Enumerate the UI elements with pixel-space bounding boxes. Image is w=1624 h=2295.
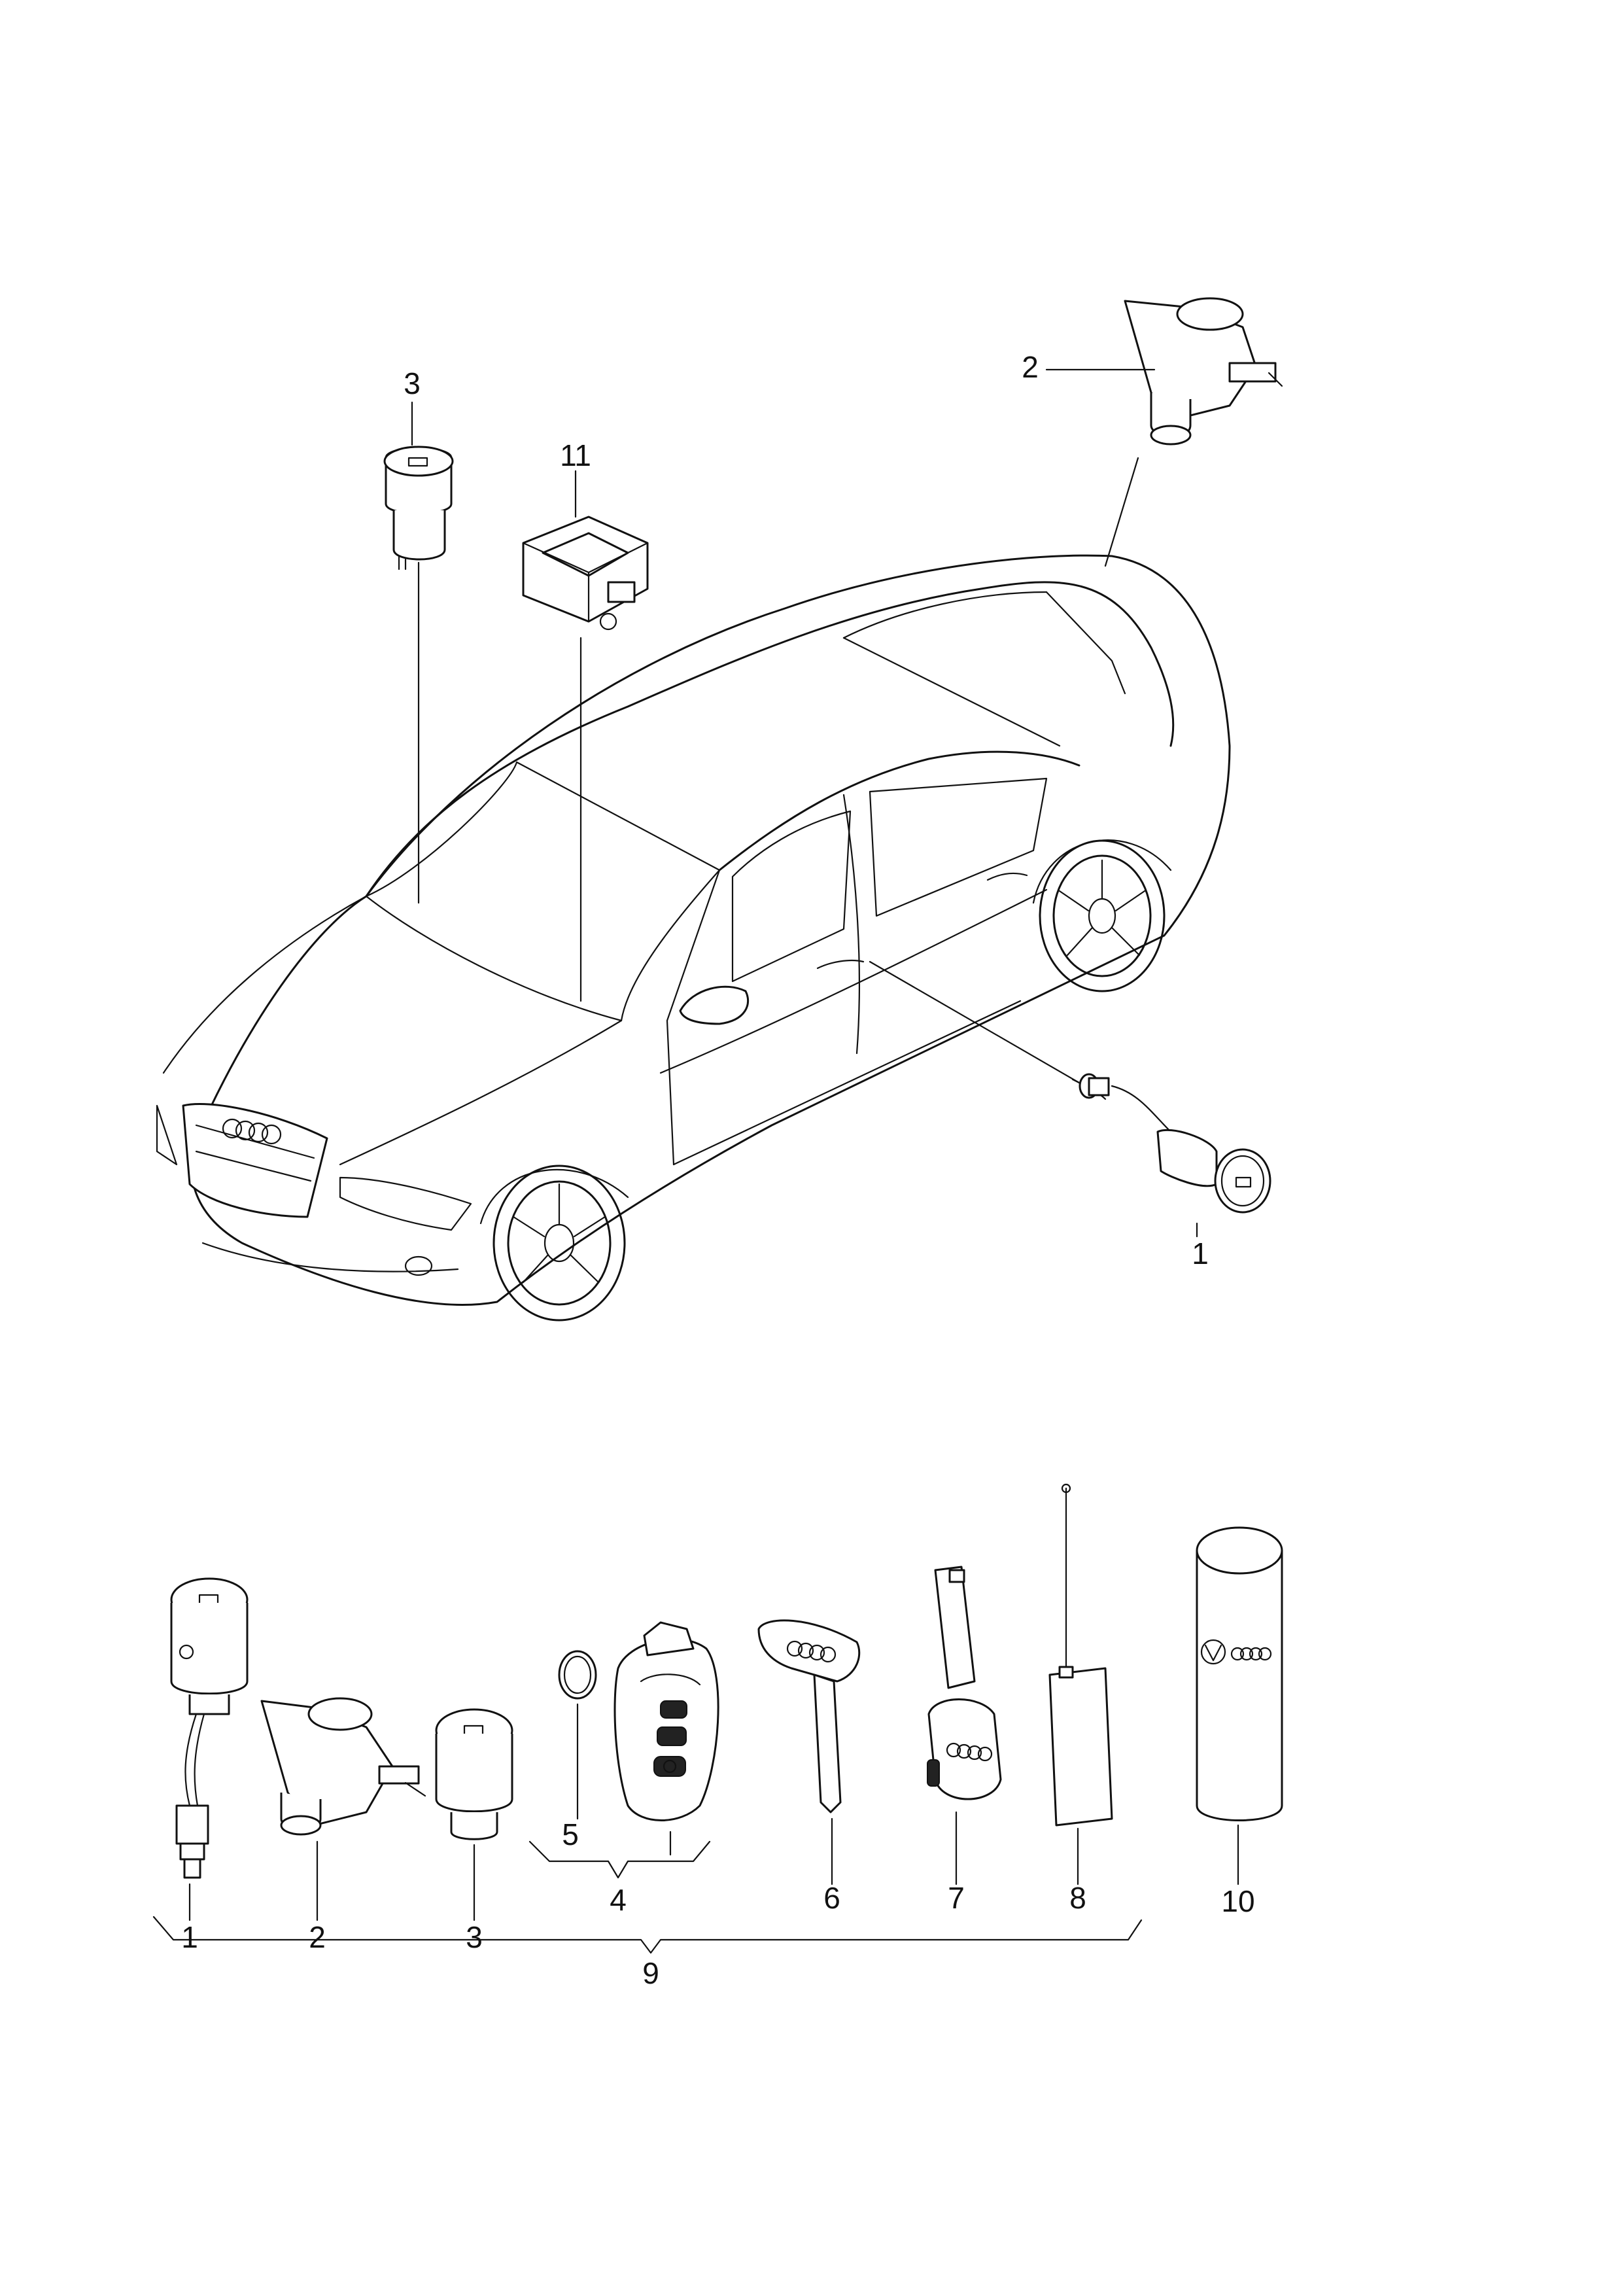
callout-car-unit-11: 11	[560, 438, 591, 472]
callout-row-8: 8	[1069, 1881, 1086, 1915]
callout-row-2: 2	[309, 1920, 326, 1954]
callout-row-7: 7	[948, 1881, 965, 1915]
leader-1-car	[869, 960, 1080, 1084]
callout-row-6: 6	[823, 1881, 840, 1915]
row-part-8-card	[1048, 1483, 1113, 1827]
row-part-3-lock-cylinder	[435, 1708, 513, 1840]
callout-row-9: 9	[642, 1956, 659, 1990]
callout-car-lock-1: 1	[1192, 1236, 1209, 1270]
front-wheel	[492, 1165, 626, 1322]
row-part-5-ring	[558, 1650, 597, 1700]
part-1-car-door-lock	[1071, 1073, 1271, 1214]
row-part-6-key-blade	[757, 1619, 861, 1813]
car-logo-rings	[222, 1118, 282, 1145]
callout-car-lock-3: 3	[404, 366, 421, 400]
part-2-top-ignition-lock	[1124, 297, 1283, 446]
row-part-10-canister	[1196, 1526, 1283, 1821]
canister-rings-logo	[1230, 1647, 1272, 1661]
part-11-control-unit	[522, 516, 649, 631]
car-illustration	[156, 554, 1231, 1322]
callout-car-lock-2: 2	[1022, 350, 1039, 384]
callout-row-10: 10	[1221, 1884, 1254, 1918]
row-part-7-key	[927, 1566, 1002, 1800]
callout-row-1: 1	[181, 1920, 198, 1954]
canister-vw-logo	[1200, 1639, 1226, 1665]
bracket-4	[528, 1840, 711, 1879]
row-part-4-remote-key	[613, 1621, 719, 1821]
part-3-top-lock-cylinder	[383, 446, 454, 570]
bracket-9	[152, 1916, 1143, 1954]
callout-row-5: 5	[562, 1817, 579, 1851]
callout-row-3: 3	[466, 1920, 483, 1954]
leader-2-car	[1104, 457, 1139, 567]
callout-row-4: 4	[610, 1883, 627, 1917]
key-logo-rings	[786, 1640, 837, 1663]
rear-wheel	[1039, 839, 1166, 992]
row-part-1-door-lock	[170, 1577, 249, 1879]
key-7-logo-rings	[946, 1742, 993, 1762]
row-part-2-ignition-lock	[260, 1697, 426, 1836]
